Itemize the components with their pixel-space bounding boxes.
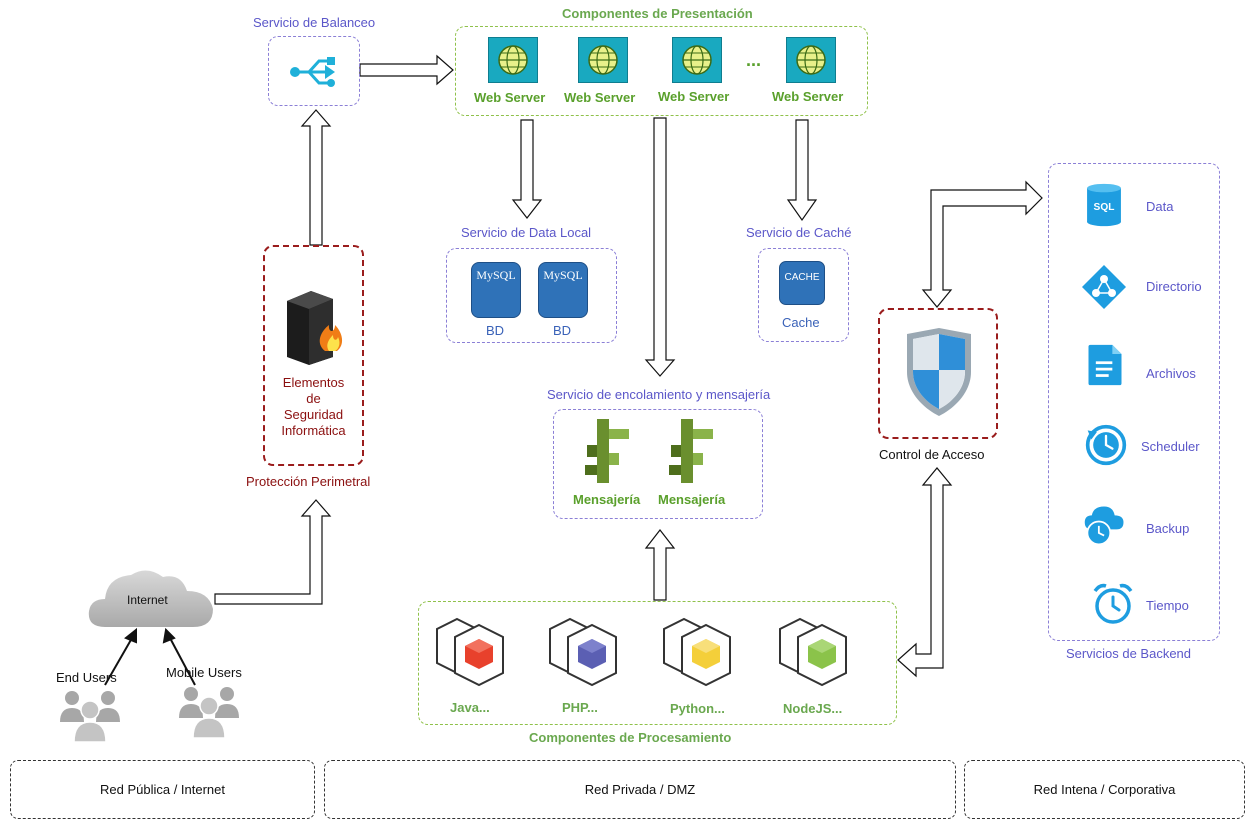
database-label: BD: [553, 323, 572, 338]
security-box[interactable]: Elementos de Seguridad Informática: [263, 245, 364, 466]
arrow-presentation-to-cache: [786, 119, 818, 222]
backend-title: Servicios de Backend: [1066, 646, 1192, 661]
internet-label: Internet: [127, 593, 168, 607]
queue-title: Servicio de encolamiento y mensajería: [547, 387, 771, 402]
cache-title: Servicio de Caché: [746, 225, 852, 240]
processing-label: Python...: [670, 701, 725, 716]
local-data-title: Servicio de Data Local: [461, 225, 592, 240]
arrow-balancer-to-presentation: [359, 54, 454, 86]
load-balancer-title: Servicio de Balanceo: [253, 15, 376, 30]
mysql-icon: MySQL: [471, 262, 521, 318]
mysql-icon: MySQL: [538, 262, 588, 318]
zone-internal-label: Red Intena / Corporativa: [1033, 782, 1176, 797]
security-element-label: Elementos de Seguridad Informática: [281, 375, 346, 438]
arrow-internet-to-security: [214, 499, 332, 605]
message-queue-icon: [585, 419, 629, 483]
web-server-label: Web Server: [658, 89, 730, 104]
cube-icon: [663, 617, 731, 687]
mobile-users-label: Mobile Users: [166, 665, 242, 680]
servers-ellipsis: ...: [746, 50, 762, 70]
zone-internal-network: Red Intena / Corporativa: [964, 760, 1245, 819]
shield-icon: [907, 328, 971, 416]
presentation-title: Componentes de Presentación: [562, 6, 753, 21]
load-balancer-box[interactable]: [268, 36, 360, 106]
processing-label: NodeJS...: [783, 701, 843, 716]
processing-label: PHP...: [562, 700, 598, 715]
cache-icon: CACHE: [779, 261, 825, 305]
backend-label: Archivos: [1146, 366, 1196, 381]
backend-box: [1048, 163, 1220, 641]
zone-public-label: Red Pública / Internet: [99, 782, 226, 797]
scheduler-icon: [1085, 424, 1127, 466]
arrow-access-backend: [921, 180, 1043, 308]
message-queue-icon: [669, 419, 713, 483]
processing-box: [418, 601, 897, 725]
access-control-box[interactable]: [878, 308, 998, 439]
arrow-presentation-to-queue: [644, 117, 676, 377]
arrow-processing-to-queue: [644, 529, 676, 601]
messaging-label: Mensajería: [573, 492, 641, 507]
cloud-icon: [88, 570, 213, 627]
queue-box: [553, 409, 763, 519]
cube-icon: [779, 617, 847, 687]
messaging-label: Mensajería: [658, 492, 726, 507]
cube-icon: [549, 617, 617, 687]
firewall-icon: [287, 291, 343, 365]
arrow-presentation-to-datalocal: [511, 119, 543, 219]
arrow-security-to-balancer: [300, 109, 332, 246]
cache-label: Cache: [782, 315, 820, 330]
sql-icon-text: SQL: [1094, 202, 1115, 213]
cache-box[interactable]: CACHE Cache: [758, 248, 849, 342]
arrow-mobile-users-to-internet: [169, 637, 196, 686]
cube-icon: [436, 617, 504, 687]
access-control-label: Control de Acceso: [879, 447, 985, 462]
processing-label: Java...: [450, 700, 490, 715]
globe-icon: [578, 37, 628, 83]
end-users-label: End Users: [56, 670, 117, 685]
alarm-clock-icon: [1093, 583, 1133, 624]
local-data-box: [446, 248, 617, 343]
web-server-label: Web Server: [474, 90, 546, 105]
directory-icon: [1082, 265, 1126, 309]
backend-label: Tiempo: [1146, 598, 1189, 613]
web-server-label: Web Server: [564, 90, 636, 105]
sql-database-icon: SQL: [1087, 183, 1121, 227]
zone-public-network: Red Pública / Internet: [10, 760, 315, 819]
arrow-end-users-to-internet: [104, 637, 133, 686]
globe-icon: [672, 37, 722, 83]
backup-icon: [1084, 506, 1124, 546]
database-label: BD: [486, 323, 505, 338]
web-server-label: Web Server: [772, 89, 844, 104]
zone-private-label: Red Privada / DMZ: [584, 782, 696, 797]
backend-label: Data: [1146, 199, 1174, 214]
arrow-access-processing: [897, 467, 953, 678]
users-group-icon: [179, 687, 239, 739]
users-group-icon: [60, 691, 120, 743]
file-icon: [1088, 344, 1122, 386]
backend-label: Directorio: [1146, 279, 1202, 294]
processing-title: Componentes de Procesamiento: [529, 730, 732, 745]
security-title: Protección Perimetral: [246, 474, 371, 489]
presentation-box: [455, 26, 868, 116]
backend-label: Backup: [1146, 521, 1190, 536]
globe-icon: [786, 37, 836, 83]
load-balancer-icon: [290, 57, 335, 87]
backend-label: Scheduler: [1141, 439, 1200, 454]
zone-private-network: Red Privada / DMZ: [324, 760, 956, 819]
globe-icon: [488, 37, 538, 83]
